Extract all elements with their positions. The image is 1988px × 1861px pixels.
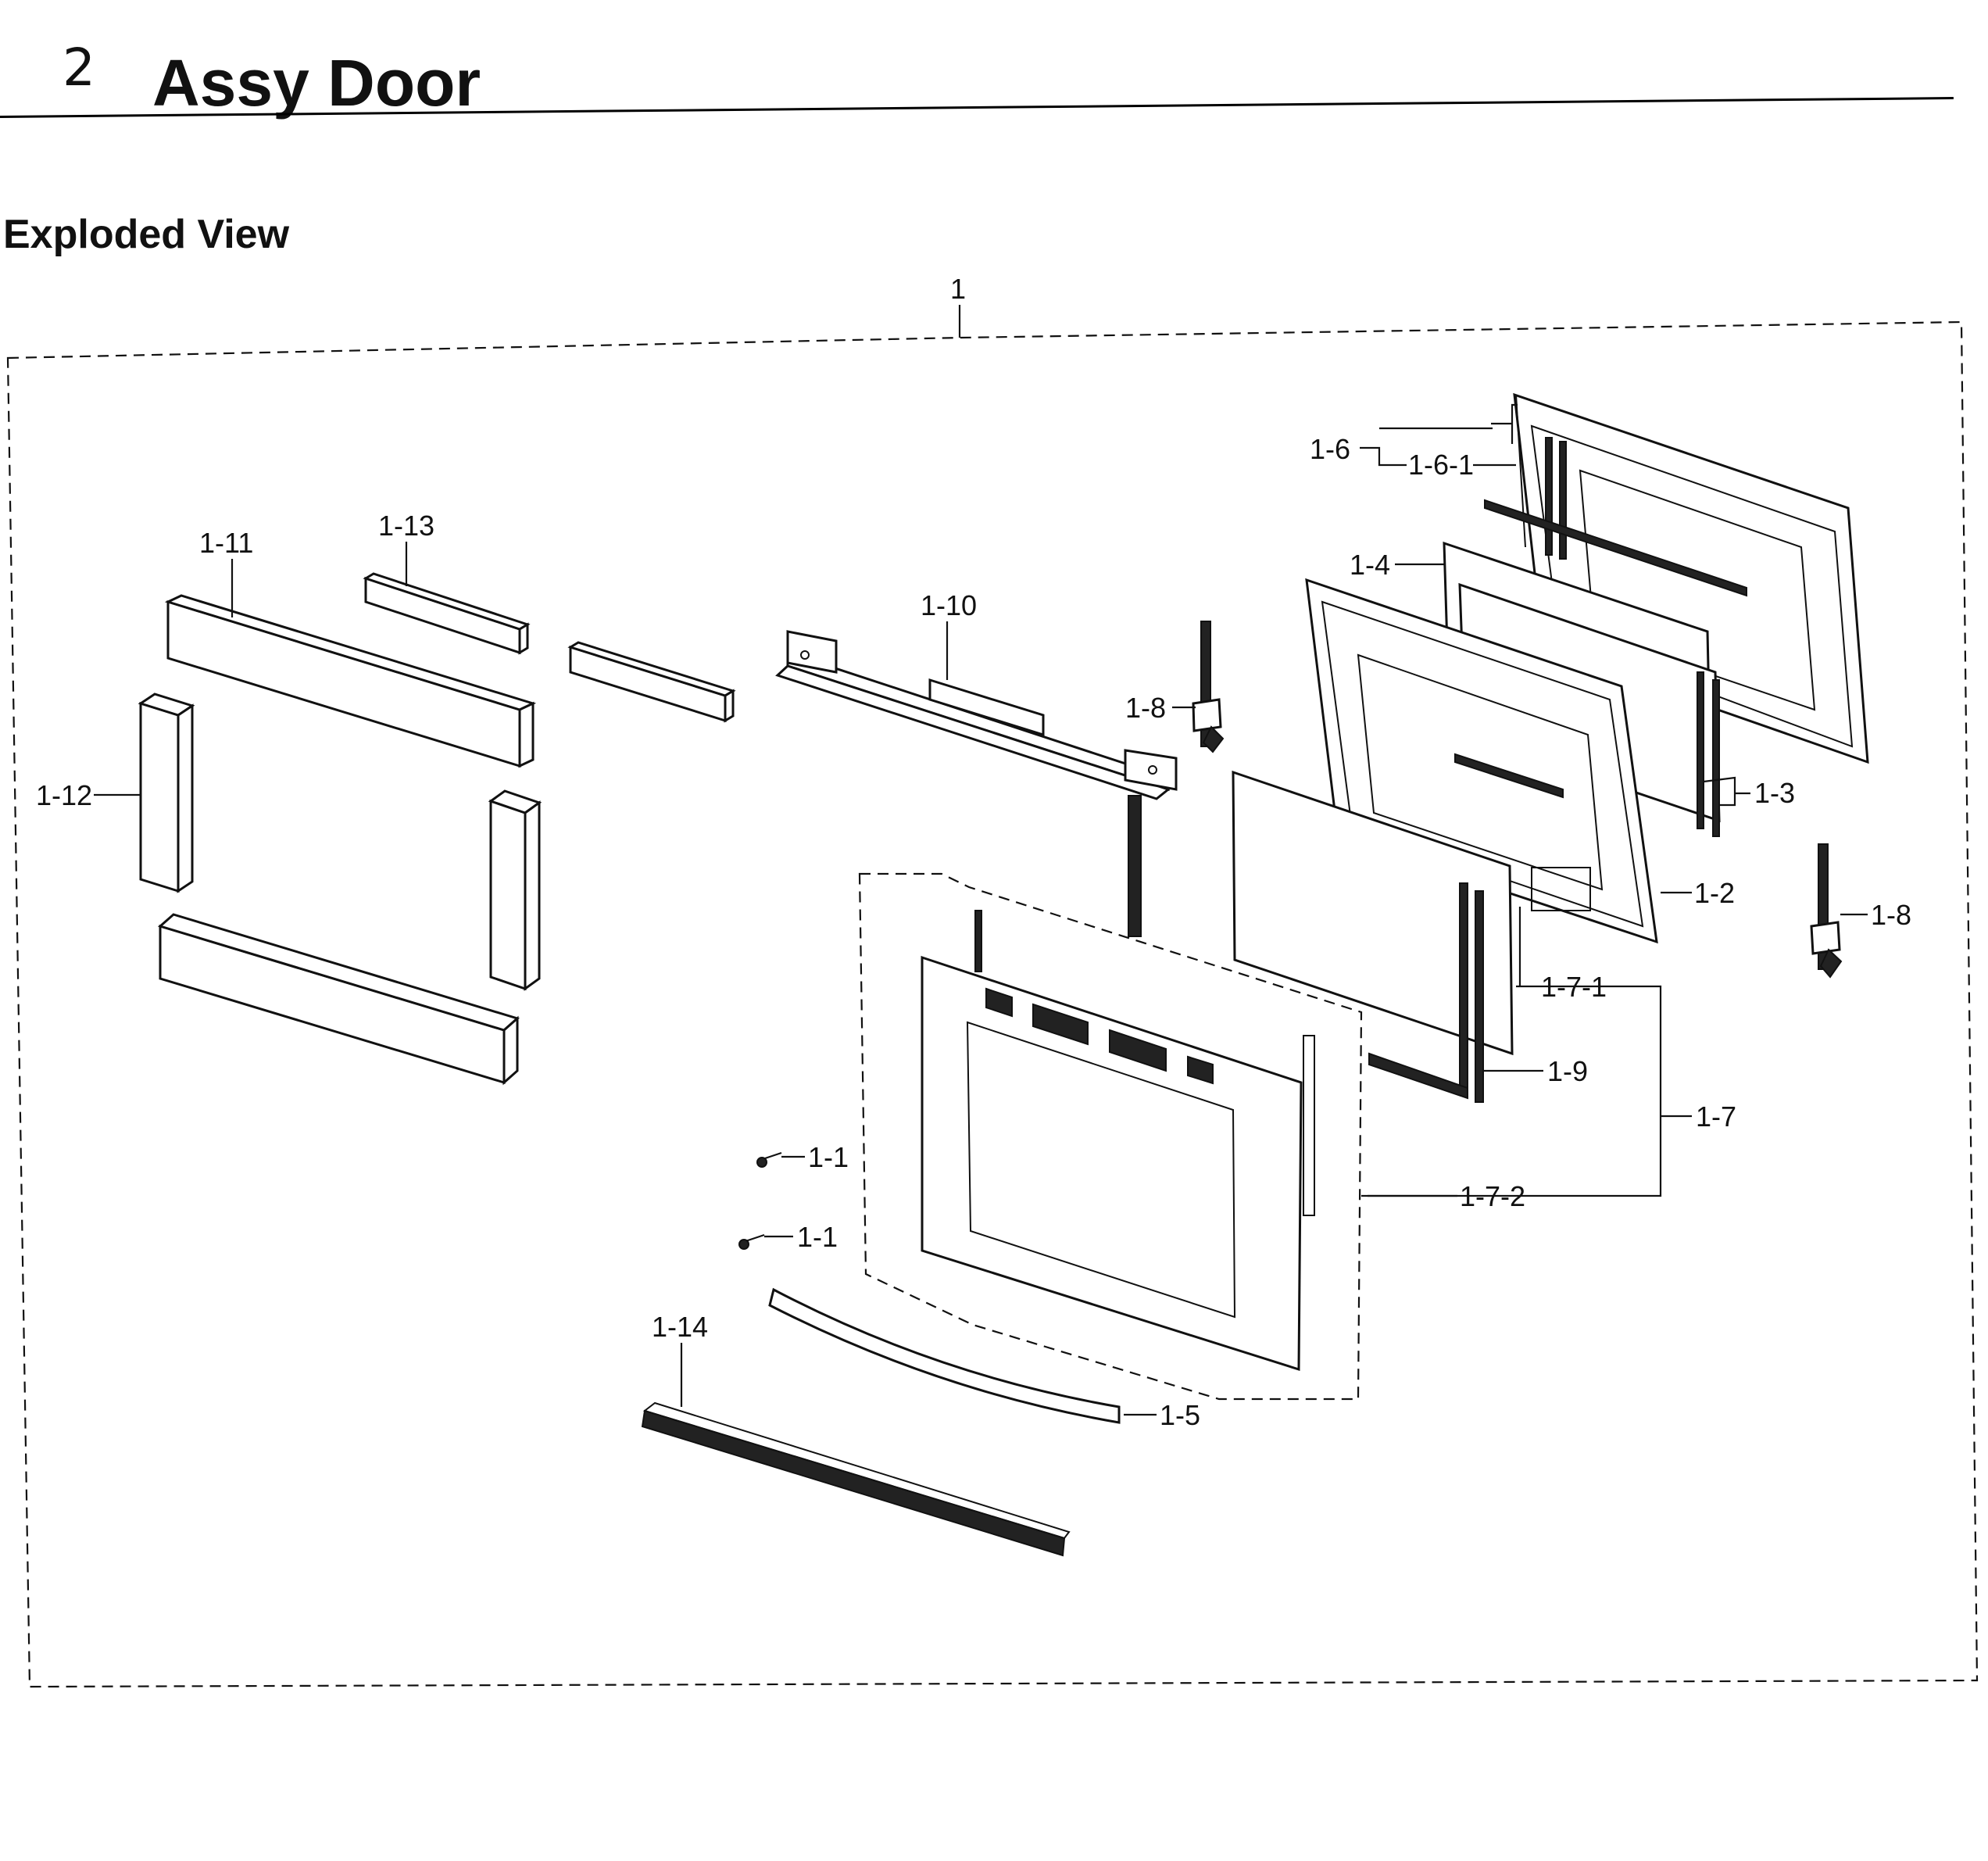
bracket-1-10 bbox=[775, 630, 1178, 800]
insulation-side-right bbox=[488, 789, 542, 991]
callout-1-1-upper: 1-1 bbox=[808, 1141, 849, 1173]
vertical-rail bbox=[1128, 795, 1142, 937]
screw-1-1-lower bbox=[738, 1233, 765, 1250]
callout-1-1-lower: 1-1 bbox=[797, 1221, 838, 1253]
section-title: Assy Door bbox=[152, 46, 481, 120]
hinge-left-1-8 bbox=[1192, 621, 1225, 753]
callout-1-7-1: 1-7-1 bbox=[1541, 971, 1607, 1003]
callout-1-13: 1-13 bbox=[378, 510, 434, 542]
leader-1-6-a bbox=[1360, 446, 1407, 467]
outer-door-group-boundary bbox=[858, 872, 1363, 1401]
insulation-top-1-11 bbox=[164, 594, 537, 768]
insulation-side-left-1-12 bbox=[138, 693, 195, 893]
insulation-bottom bbox=[157, 913, 520, 1086]
insulation-small-1-13 bbox=[363, 572, 531, 655]
callout-1-8-right: 1-8 bbox=[1871, 899, 1911, 931]
glass-support-1-9 bbox=[1368, 882, 1484, 1103]
glass-retainer-1-3 bbox=[1697, 671, 1720, 837]
leader-1-6 bbox=[1491, 403, 1518, 444]
callout-1-10: 1-10 bbox=[921, 589, 977, 621]
inner-door-1-6 bbox=[1484, 392, 1869, 764]
callout-1-6-1: 1-6-1 bbox=[1408, 449, 1474, 481]
diagram-subtitle: Exploded View bbox=[3, 212, 290, 257]
callout-1-6: 1-6 bbox=[1310, 433, 1350, 465]
callout-1: 1 bbox=[950, 273, 966, 305]
callout-1-9: 1-9 bbox=[1547, 1055, 1588, 1087]
door-handle-1-5 bbox=[768, 1287, 1121, 1424]
bottom-trim-1-14 bbox=[641, 1401, 1071, 1557]
glass-1-7-1 bbox=[1232, 770, 1514, 1056]
assembly-boundary bbox=[6, 320, 1979, 1688]
callout-1-12: 1-12 bbox=[36, 779, 92, 811]
outer-door-panel-1-7-2 bbox=[921, 910, 1315, 1372]
callout-1-8-left: 1-8 bbox=[1125, 692, 1166, 724]
callout-1-4: 1-4 bbox=[1350, 549, 1390, 581]
callout-1-7: 1-7 bbox=[1696, 1100, 1736, 1133]
hinge-right-1-8 bbox=[1810, 843, 1843, 979]
screw-1-1-upper bbox=[756, 1151, 782, 1168]
leader-1-3 bbox=[1703, 776, 1750, 807]
callout-1-14: 1-14 bbox=[652, 1311, 708, 1343]
leader-1-7-bracket bbox=[1368, 985, 1662, 1197]
callout-1-2: 1-2 bbox=[1694, 877, 1735, 909]
callout-1-5: 1-5 bbox=[1160, 1399, 1200, 1431]
insulation-small-block bbox=[567, 641, 736, 723]
section-number: 2 bbox=[63, 38, 95, 98]
callout-1-7-2: 1-7-2 bbox=[1460, 1180, 1525, 1212]
callout-1-11: 1-11 bbox=[199, 527, 253, 559]
callout-1-3: 1-3 bbox=[1754, 777, 1795, 809]
